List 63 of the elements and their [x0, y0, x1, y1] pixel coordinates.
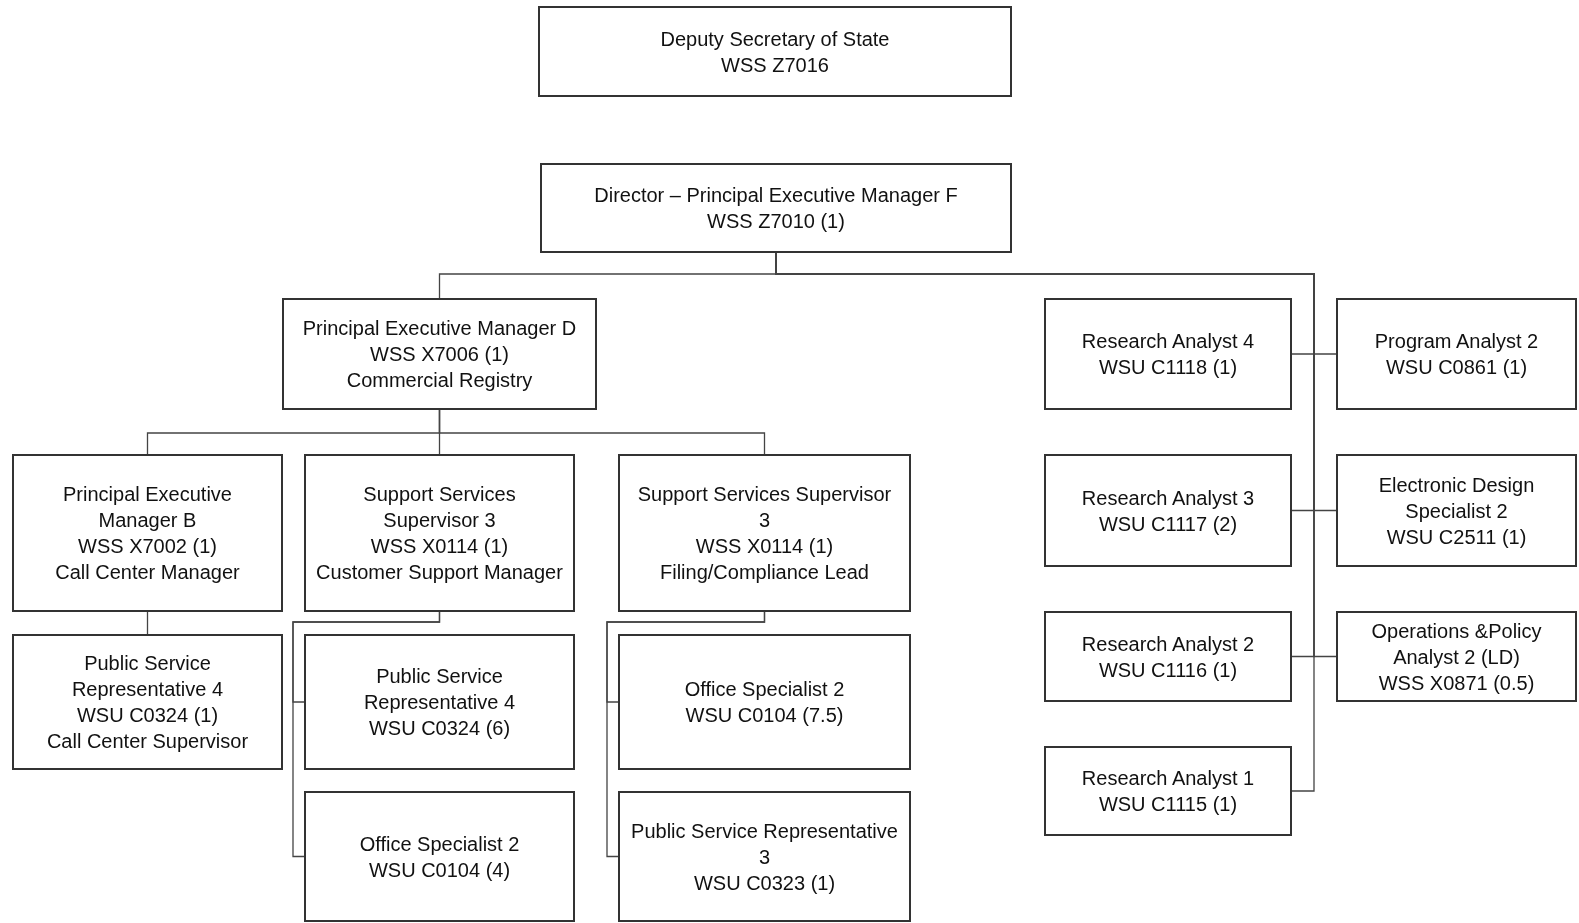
position-text: WSU C1115 (1): [1097, 792, 1239, 817]
position-text: Commercial Registry: [345, 368, 534, 393]
connector-line: [606, 611, 766, 858]
position-box: [618, 634, 911, 770]
position-text: Call Center Manager: [54, 560, 241, 585]
position-text: WSS X0114 (1): [369, 534, 510, 559]
position-text: WSU C2511 (1): [1385, 524, 1528, 550]
position-text: WSU C1117 (2): [1097, 511, 1239, 537]
position-text: WSU C0104 (7.5): [684, 703, 845, 728]
position-text: WSS Z7016: [720, 52, 830, 78]
position-text: Operations &Policy Analyst 2 (LD): [1370, 618, 1543, 670]
position-box: [538, 6, 1012, 97]
position-text: Research Analyst 2: [1080, 631, 1256, 657]
position-box: [1044, 454, 1292, 567]
position-box: [282, 298, 597, 410]
position-box: [12, 634, 283, 770]
position-text: WSS X7002 (1): [77, 534, 218, 559]
position-text: WSU C0104 (4): [367, 857, 512, 883]
position-text: WSS X0871 (0.5): [1377, 670, 1536, 696]
position-text: Research Analyst 4: [1080, 329, 1256, 354]
connector-line: [438, 409, 766, 455]
position-text: WSS X7006 (1): [369, 342, 510, 367]
position-text: WSU C1118 (1): [1097, 355, 1239, 380]
position-text: Research Analyst 3: [1080, 485, 1256, 511]
position-text: Public Service Representative 4: [362, 664, 517, 715]
position-text: Program Analyst 2: [1373, 329, 1540, 354]
position-text: Public Service Representative 4: [70, 651, 225, 702]
position-text: Office Specialist 2: [683, 677, 846, 702]
position-text: WSU C0324 (6): [367, 716, 512, 741]
position-text: Electronic Design Specialist 2: [1377, 472, 1536, 524]
position-text: WSS X0114 (1): [694, 534, 835, 559]
position-box: [304, 454, 575, 612]
position-text: Research Analyst 1: [1080, 766, 1256, 791]
position-box: [12, 454, 283, 612]
position-text: WSS Z7010 (1): [706, 209, 846, 234]
position-box: [304, 634, 575, 770]
position-box: [1044, 298, 1292, 410]
position-text: Principal Executive Manager B: [62, 482, 233, 533]
position-text: Support Services Supervisor 3: [362, 482, 517, 533]
position-text: Office Specialist 2: [358, 831, 521, 857]
position-text: Support Services Supervisor 3: [636, 482, 893, 533]
connector-line: [292, 611, 441, 858]
position-text: WSU C1116 (1): [1097, 657, 1239, 683]
position-text: Deputy Secretary of State: [659, 26, 891, 52]
connector-line: [146, 611, 149, 635]
position-box: [1044, 611, 1292, 702]
position-text: Director – Principal Executive Manager F: [593, 183, 959, 208]
position-box: [1044, 746, 1292, 836]
position-text: Customer Support Manager: [316, 560, 563, 585]
position-text: Filing/Compliance Lead: [659, 560, 870, 585]
position-text: WSU C0861 (1): [1384, 355, 1529, 380]
position-box: [1336, 454, 1577, 567]
position-box: [1336, 611, 1577, 702]
position-box: [618, 454, 911, 612]
position-text: Call Center Supervisor: [45, 729, 250, 754]
position-box: [304, 791, 575, 922]
position-text: WSU C0324 (1): [75, 703, 220, 728]
position-box: [540, 163, 1012, 253]
position-text: WSU C0323 (1): [692, 870, 837, 896]
position-text: Public Service Representative 3: [630, 818, 899, 870]
position-box: [618, 791, 911, 922]
position-text: Principal Executive Manager D: [301, 316, 578, 341]
position-box: [1336, 298, 1577, 410]
